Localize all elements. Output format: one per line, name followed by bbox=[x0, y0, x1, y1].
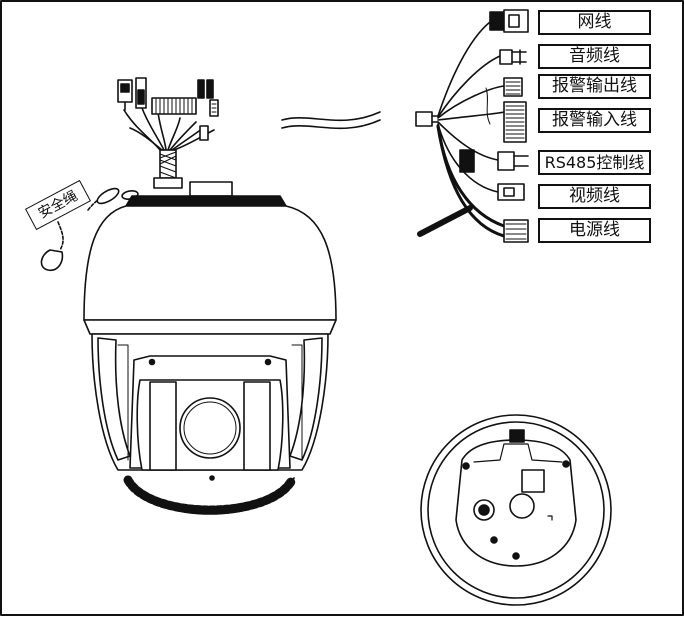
label-power: 电源线 bbox=[538, 218, 651, 243]
label-audio: 音频线 bbox=[538, 44, 651, 69]
label-alarm-in: 报警输入线 bbox=[538, 108, 651, 133]
label-network: 网线 bbox=[538, 10, 651, 35]
mount-bottom-view bbox=[420, 414, 612, 606]
break-lines bbox=[281, 111, 381, 130]
label-rs485: RS485控制线 bbox=[538, 150, 651, 175]
label-video: 视频线 bbox=[538, 184, 651, 209]
top-cable-bundle bbox=[117, 77, 219, 189]
safety-rope bbox=[40, 187, 139, 272]
label-alarm-out: 报警输出线 bbox=[538, 74, 651, 99]
dome-camera bbox=[83, 181, 337, 515]
wire-harness bbox=[415, 9, 529, 243]
